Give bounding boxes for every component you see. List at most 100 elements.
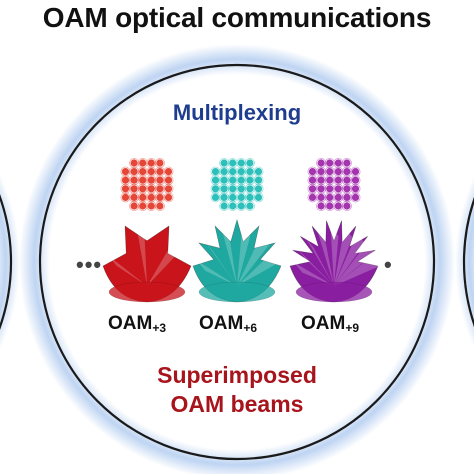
pattern-2-dot [237,202,245,210]
pattern-3-dot-halo [316,166,327,177]
beam-surface-3-facet [317,229,334,286]
pattern-2-dot-halo [244,157,255,168]
pattern-3-dot [308,185,317,193]
pattern-3-dot [326,193,334,201]
pattern-3-dot-halo [324,175,335,186]
pattern-1-dot-halo [129,175,140,186]
pattern-1-dot-halo [154,157,165,168]
pattern-1-dot [130,159,138,167]
mode-label-1-text: OAM [108,313,153,334]
pattern-3-dot [308,193,317,201]
pattern-2-dot [254,193,263,201]
pattern-2-dot [211,176,220,184]
pattern-2-dot-halo [244,166,255,177]
pattern-2-dot-halo [210,175,221,186]
pattern-3-dot-halo [324,200,335,211]
pattern-3-dot-halo [350,192,361,203]
pattern-3-dot-halo [350,175,361,186]
pattern-2-dot [229,202,237,210]
pattern-1-dot-halo [146,175,157,186]
pattern-3-dot-halo [350,183,361,194]
mode-label-3: OAM+9 [301,313,359,335]
pattern-2-dot [211,193,220,201]
pattern-1-dot-halo [129,166,140,177]
pattern-3-dot [317,193,325,201]
pattern-1-dot-halo [146,183,157,194]
pattern-3-dot [326,176,334,184]
pattern-2-dot [237,185,245,193]
pattern-2-dot-halo [244,175,255,186]
left-ellipsis: ••• [76,252,103,277]
pattern-2-dot [229,159,237,167]
pattern-3-dot [308,176,317,184]
pattern-2-dot [220,185,228,193]
pattern-2-dot-halo [253,166,264,177]
pattern-2-dot [229,176,237,184]
pattern-3-dot-halo [316,157,327,168]
beam-surface-1-facet [147,237,184,286]
pattern-3-dot-halo [307,175,318,186]
pattern-1-dot-halo [154,183,165,194]
page-title: OAM optical communications [42,2,432,33]
pattern-1-dot [121,176,130,184]
pattern-2-dot-halo [219,157,230,168]
pattern-3-dot-halo [307,166,318,177]
pattern-1-dot [139,202,147,210]
beam-surface-1 [102,225,192,303]
pattern-2-dot-halo [244,192,255,203]
pattern-3-dot [351,185,360,193]
beam-surface-3-facet [334,243,375,286]
pattern-1-dot-halo [137,157,148,168]
pattern-1-dot [156,168,164,176]
pattern-3 [307,157,361,211]
pattern-1-dot-halo [129,200,140,211]
beam-surface-3-facet [330,226,339,286]
pattern-3-dot-halo [307,192,318,203]
beam-surface-2-facet [237,234,270,286]
pattern-2-dot [237,159,245,167]
pattern-1-dot-halo [120,166,131,177]
pattern-2-dot-halo [219,166,230,177]
pattern-3-dot-halo [333,157,344,168]
pattern-3-dot [317,202,325,210]
pattern-1-dot-halo [137,183,148,194]
pattern-1-dot-halo [120,175,131,186]
pattern-1-dot [139,168,147,176]
pattern-2-dot [237,168,245,176]
beam-surface-1-facet [136,227,147,286]
pattern-1-dot [156,159,164,167]
pattern-2-dot [229,193,237,201]
pattern-3-dot [308,168,317,176]
pattern-3-dot [334,176,342,184]
caption-line-2: OAM beams [170,391,304,417]
pattern-2-dot [246,202,254,210]
pattern-2-dot [254,168,263,176]
pattern-2-dot [246,159,254,167]
pattern-1-dot-halo [137,192,148,203]
mode-label-2: OAM+6 [199,313,257,335]
mode-label-2-order: +6 [243,321,258,335]
pattern-3-dot-halo [316,192,327,203]
pattern-1-dot [164,185,173,193]
pattern-3-dot [343,159,351,167]
beam-surface-2-facet [237,226,251,286]
pattern-2-dot-halo [253,192,264,203]
pattern-2-dot-halo [227,192,238,203]
pattern-2-dot [211,168,220,176]
intensity-patterns [120,157,361,211]
pattern-3-dot [317,159,325,167]
pattern-2-dot-halo [236,183,247,194]
pattern-3-dot-halo [341,157,352,168]
pattern-2-dot-halo [244,183,255,194]
right-ellipsis: • [384,252,393,277]
pattern-2-dot-halo [210,166,221,177]
pattern-2-dot-halo [253,175,264,186]
pattern-3-dot [351,176,360,184]
pattern-1-dot [130,185,138,193]
pattern-1-dot [164,193,173,201]
pattern-1-dot [147,168,155,176]
pattern-3-dot-halo [316,200,327,211]
beam-surface-1-facet [108,255,147,286]
pattern-2-dot [220,159,228,167]
